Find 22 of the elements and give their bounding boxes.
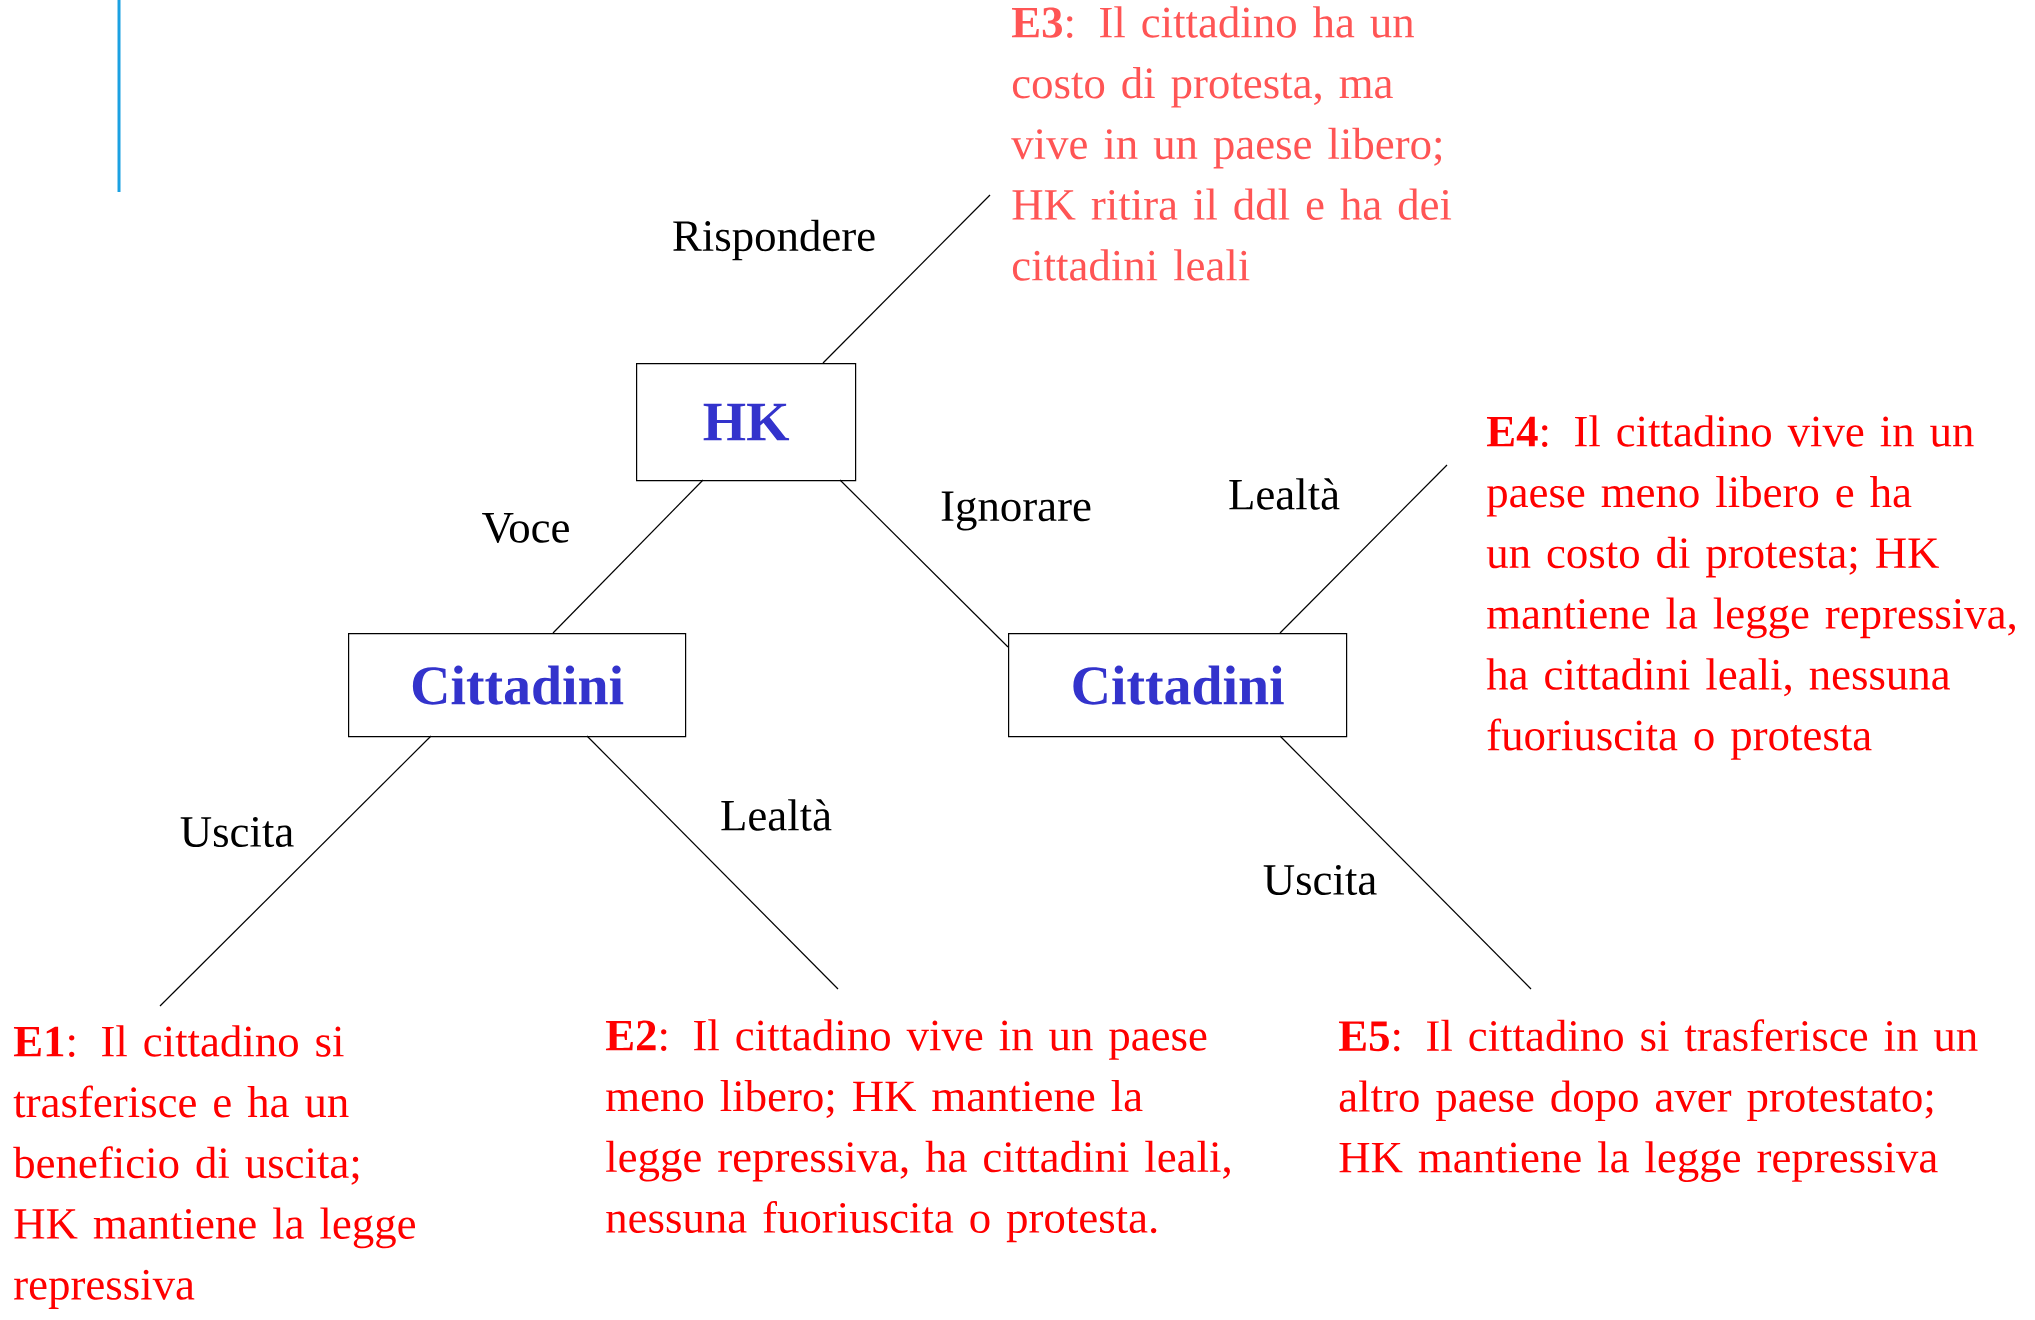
branch-line: [586, 735, 839, 990]
outcome-text: E5: Il cittadino si trasferisce in un altro paese dopo aver protestato; HK mantiene la legge repressiva: [1339, 1019, 1978, 1182]
outcome-text: E3: Il cittadino ha un costo di protesta, ma vive in un paese libero; HK ritira il ddl e ha dei cittadini leali: [1011, 6, 1452, 281]
outcome-text: E1: Il cittadino si trasferisce e ha un beneficio di uscita; HK mantiene la legge repressiva: [13, 1025, 415, 1309]
branch-line: [839, 479, 1009, 648]
outcome-text: E4: Il cittadino vive in un paese meno libero e ha un costo di protesta; HK mantiene la legge repressiva, ha cittadini leali, nessuna fuoriuscita o protesta: [1486, 415, 2015, 760]
decision-box: Cittadini: [348, 633, 687, 738]
decision-box: Cittadini: [1008, 633, 1348, 738]
branch-line: [552, 479, 704, 634]
outcome-text: E2: Il cittadino vive in un paese meno libero; HK mantiene la legge repressiva, ha cittadini leali, nessuna fuoriuscita o protesta.: [605, 1019, 1230, 1243]
edge-label: Uscita: [180, 816, 294, 848]
branch-line: [1279, 735, 1532, 990]
edge-label: Voce: [482, 512, 569, 543]
edge-label: Rispondere: [673, 219, 875, 261]
branch-line: [1279, 464, 1448, 634]
branch-line: [159, 735, 432, 1007]
branch-line: [822, 194, 991, 364]
edge-label: Lealtà: [721, 799, 832, 831]
edge-label: Ignorare: [941, 491, 1091, 531]
edge-label: Lealtà: [1229, 478, 1340, 510]
decision-box: HK: [636, 362, 857, 482]
edge-label: Uscita: [1263, 864, 1377, 896]
